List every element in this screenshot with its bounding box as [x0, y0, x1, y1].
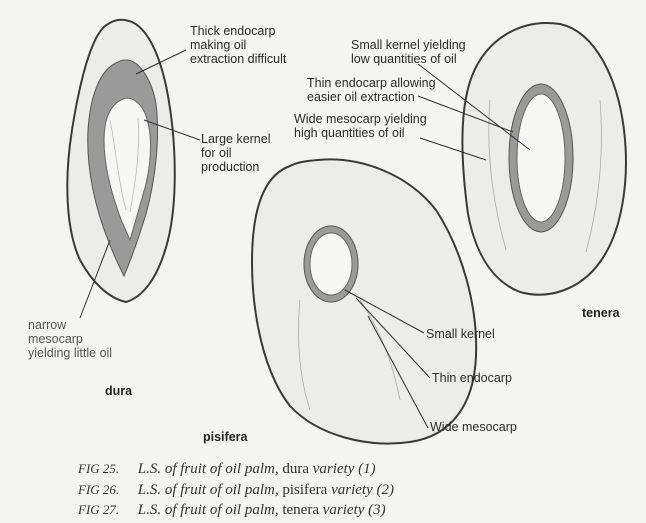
dura-fruit	[67, 20, 174, 302]
tenera-kernel	[517, 94, 565, 222]
label-large-kernel: Large kernel for oil production	[201, 132, 271, 174]
label-thin-endocarp: Thin endocarp	[432, 371, 512, 385]
caption-fig-27: FIG 27. L.S. of fruit of oil palm, tener…	[78, 502, 386, 519]
caption-fig-26: FIG 26. L.S. of fruit of oil palm, pisif…	[78, 482, 394, 499]
label-wide-mesocarp-high: Wide mesocarp yielding high quantities o…	[294, 112, 427, 140]
variety-dura-label: dura	[105, 384, 132, 398]
tenera-fruit	[463, 23, 626, 295]
caption-fig-25: FIG 25. L.S. of fruit of oil palm, dura …	[78, 461, 376, 478]
variety-tenera-label: tenera	[582, 306, 620, 320]
variety-pisifera-label: pisifera	[203, 430, 247, 444]
label-narrow-mesocarp: narrow mesocarp yielding little oil	[28, 318, 112, 360]
label-small-kernel: Small kernel	[426, 327, 495, 341]
pisifera-kernel	[310, 233, 352, 295]
label-thick-endocarp: Thick endocarp making oil extraction dif…	[190, 24, 286, 66]
label-wide-mesocarp: Wide mesocarp	[430, 420, 517, 434]
label-small-kernel-low: Small kernel yielding low quantities of …	[351, 38, 466, 66]
label-thin-endocarp-allowing: Thin endocarp allowing easier oil extrac…	[307, 76, 436, 104]
pisifera-mesocarp	[252, 159, 476, 443]
pisifera-fruit	[252, 159, 476, 443]
